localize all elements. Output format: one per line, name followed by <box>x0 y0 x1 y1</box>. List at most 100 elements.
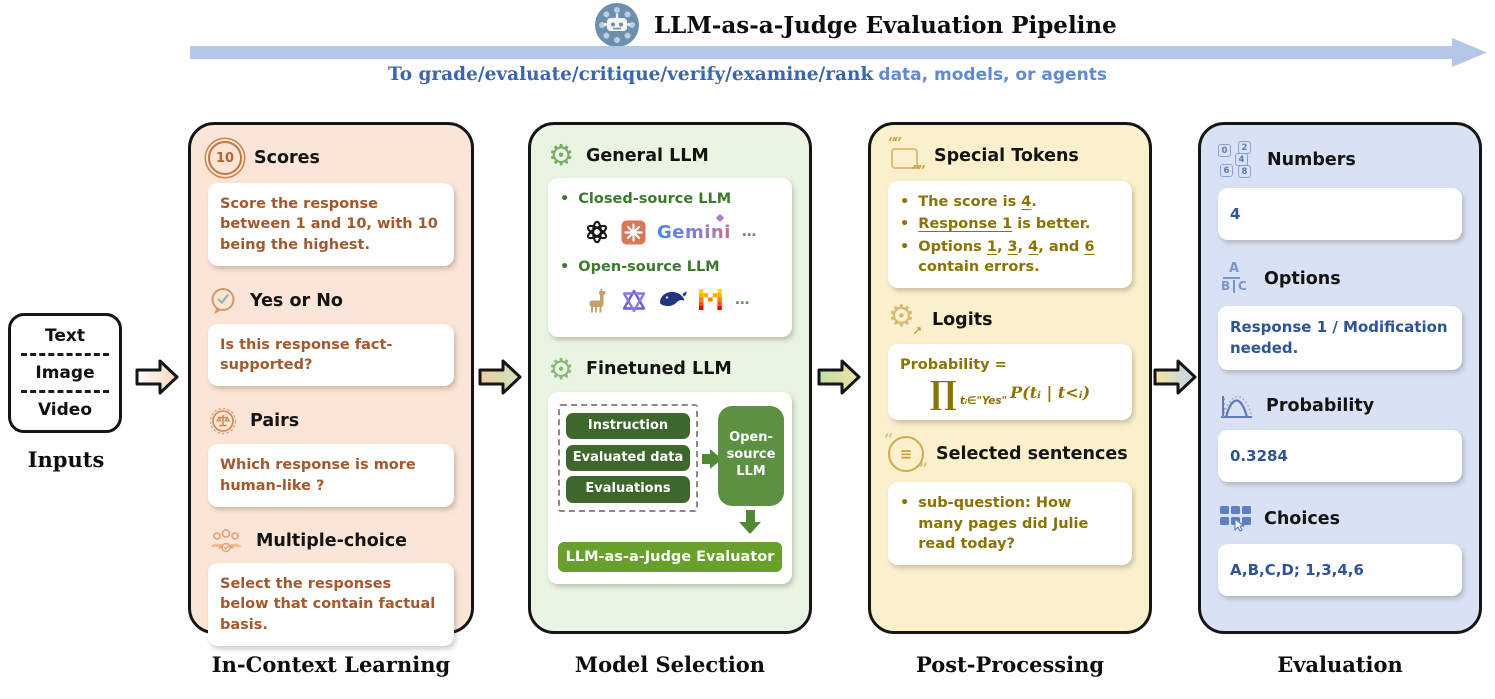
llama-logo <box>589 288 606 313</box>
closed-source-label: Closed-source LLM <box>578 191 732 207</box>
label-post-processing: Post-Processing <box>915 652 1105 677</box>
section-special-tokens: Special Tokens <box>888 134 1132 180</box>
general-llm-heading: General LLM <box>586 145 709 166</box>
panel-model-selection: ⚙ General LLM Closed-source LLM <box>528 122 812 634</box>
options-heading: Options <box>1264 269 1341 289</box>
open-source-logos: … <box>584 285 780 317</box>
section-probability: Probability <box>1218 392 1462 420</box>
pill-evaluated-data: Evaluated data <box>566 444 690 471</box>
choices-heading: Choices <box>1264 509 1340 529</box>
pairs-heading: Pairs <box>250 411 300 432</box>
label-evaluation: Evaluation <box>1277 652 1403 677</box>
circled-10-icon: 10 <box>208 141 242 175</box>
probability-value-card: 0.3284 <box>1218 430 1462 482</box>
probability-equals: Probability = <box>900 357 1007 374</box>
special-tokens-icon <box>888 134 923 180</box>
section-choices: Choices <box>1218 504 1462 534</box>
flow-arrow-model-post <box>817 359 861 395</box>
input-text: Text <box>45 326 85 346</box>
label-model-selection: Model Selection <box>574 652 766 677</box>
general-llm-card: Closed-source LLM Gemini <box>548 178 792 337</box>
flow-arrow-inputs <box>135 359 179 395</box>
down-arrow-icon <box>746 509 755 522</box>
flow-arrow-icl-model <box>478 359 522 395</box>
panel-in-context-learning: 10 Scores Score the response between 1 a… <box>188 122 474 646</box>
check-bubble-icon <box>211 287 235 314</box>
subtitle-objects: data, models, or agents <box>878 65 1107 85</box>
scores-prompt-card: Score the response between 1 and 10, wit… <box>208 183 454 266</box>
finetuned-llm-heading: Finetuned LLM <box>586 359 732 380</box>
finetune-flow: Instruction Evaluated data Evaluations O… <box>558 402 784 574</box>
robot-judge-icon <box>595 3 639 47</box>
people-group-icon <box>211 529 241 553</box>
pipeline-header: LLM-as-a-Judge Evaluation Pipeline <box>594 2 1117 48</box>
open-source-label: Open-source LLM <box>578 259 720 276</box>
multiple-choice-prompt-card: Select the responses below that contain … <box>208 563 454 646</box>
os-box-line: LLM <box>736 464 766 480</box>
inputs-label: Inputs <box>27 447 105 472</box>
gear-refresh-icon: ⚙ <box>548 351 574 386</box>
open-source-llm-box: Open- source LLM <box>718 405 784 506</box>
gemini-text: Gemini <box>657 221 731 243</box>
gemini-sparkle-icon <box>715 213 725 222</box>
input-video: Video <box>37 400 93 420</box>
label-in-context-learning: In-Context Learning <box>211 652 451 677</box>
probability-formula: ∏ tᵢ∈"Yes" P(tᵢ | t<ᵢ) <box>900 377 1120 409</box>
choices-value-card: A,B,C,D; 1,3,4,6 <box>1218 544 1462 596</box>
logits-heading: Logits <box>932 310 993 331</box>
inputs-box: Text Image Video <box>8 313 122 433</box>
qwen-logo <box>622 289 646 312</box>
section-multiple-choice: Multiple-choice <box>208 527 454 555</box>
pipeline-title: LLM-as-a-Judge Evaluation Pipeline <box>654 11 1117 39</box>
ellipsis: … <box>741 224 757 241</box>
bell-curve-icon <box>1221 396 1253 418</box>
openai-logo <box>586 221 608 244</box>
options-value-card: Response 1 / Modification needed. <box>1218 306 1462 370</box>
sentences-seal-icon: ≡ <box>884 430 928 478</box>
dashed-divider <box>21 390 109 393</box>
pipeline-subtitle: To grade/evaluate/critique/verify/examin… <box>0 64 1495 85</box>
logits-card: Probability = ∏ tᵢ∈"Yes" P(tᵢ | t<ᵢ) <box>888 344 1132 421</box>
finetune-inputs-box: Instruction Evaluated data Evaluations <box>558 403 698 512</box>
number-blocks-icon: 0 2 4 6 8 <box>1218 141 1255 178</box>
gear-trend-icon: ⚙ <box>888 302 922 339</box>
probability-term: P(tᵢ | t<ᵢ) <box>1010 383 1091 403</box>
open-source-line: Open-source LLM <box>560 257 780 277</box>
section-finetuned-llm: ⚙ Finetuned LLM <box>548 351 792 386</box>
selected-sentences-heading: Selected sentences <box>936 444 1128 465</box>
multiple-choice-heading: Multiple-choice <box>256 531 407 552</box>
section-pairs: Pairs <box>208 406 454 436</box>
closed-source-logos: Gemini … <box>584 213 780 248</box>
gear-network-icon: ⚙ <box>548 138 574 172</box>
os-box-line: source <box>726 447 776 463</box>
panel-post-processing: Special Tokens The score is 4. Response … <box>868 122 1152 634</box>
scores-heading: Scores <box>254 148 320 168</box>
pairs-prompt-card: Which response is more human-like ? <box>208 444 454 508</box>
special-tokens-card: The score is 4. Response 1 is better. Op… <box>888 181 1132 289</box>
yes-no-heading: Yes or No <box>250 290 343 311</box>
input-image: Image <box>35 363 95 383</box>
section-selected-sentences: ≡ Selected sentences <box>884 430 1132 478</box>
deepseek-logo <box>660 290 687 306</box>
pipeline-arrow <box>190 38 1487 67</box>
right-arrow-icon <box>702 453 710 464</box>
numbers-value-card: 4 <box>1218 188 1462 240</box>
closed-source-line: Closed-source LLM <box>560 189 780 209</box>
section-scores: 10 Scores <box>208 141 454 175</box>
llm-judge-evaluator-bar: LLM-as-a-Judge Evaluator <box>558 541 782 572</box>
dashed-divider <box>21 353 109 356</box>
section-yes-or-no: Yes or No <box>208 286 454 316</box>
pill-instruction: Instruction <box>566 412 690 439</box>
section-options: A B C Options <box>1218 261 1462 296</box>
abc-options-icon: A B C <box>1221 261 1247 293</box>
balance-seal-icon <box>209 408 237 435</box>
flow-arrow-post-eval <box>1153 359 1197 395</box>
ellipsis: … <box>735 292 750 309</box>
section-logits: ⚙ Logits <box>888 302 1132 339</box>
gemini-wordmark: Gemini <box>657 213 731 245</box>
token-bullet-1: The score is 4. <box>900 192 1120 212</box>
probability-heading: Probability <box>1266 396 1375 416</box>
token-bullet-3: Options 1, 3, 4, and 6 contain errors. <box>900 237 1120 278</box>
yes-no-prompt-card: Is this response fact-supported? <box>208 323 454 387</box>
